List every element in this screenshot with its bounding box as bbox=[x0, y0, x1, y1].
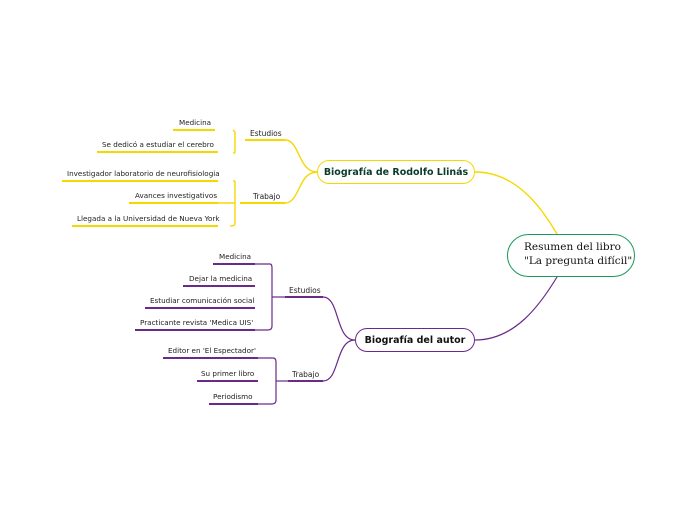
connector-root-to-autor bbox=[474, 276, 558, 341]
leaf-autor-estudios-3[interactable]: Practicante revista 'Medica UIS' bbox=[140, 318, 254, 327]
connector-autor-trabajo bbox=[322, 339, 356, 382]
leaf-autor-trabajo-1[interactable]: Su primer libro bbox=[201, 369, 255, 378]
leaf-llinas-estudios-0[interactable]: Medicina bbox=[179, 118, 212, 127]
subtopic-llinas-estudios[interactable]: Estudios bbox=[250, 129, 282, 138]
leaf-autor-estudios-0[interactable]: Medicina bbox=[219, 252, 252, 261]
connector-a-est-bracket bbox=[255, 263, 273, 331]
connector-llinas-trabajo bbox=[284, 171, 318, 204]
topic-node-biografia-autor[interactable]: Biografía del autor bbox=[355, 328, 475, 352]
leaf-llinas-trabajo-2[interactable]: Llegada a la Universidad de Nueva York bbox=[77, 214, 220, 223]
leaf-autor-estudios-2[interactable]: Estudiar comunicación social bbox=[150, 296, 255, 305]
connector-a-trab-bracket bbox=[258, 357, 277, 405]
leaf-autor-estudios-1[interactable]: Dejar la medicina bbox=[189, 274, 253, 283]
leaf-llinas-estudios-1[interactable]: Se dedicó a estudiar el cerebro bbox=[102, 140, 214, 149]
root-title-line2: "La pregunta difícil" bbox=[524, 254, 633, 267]
connector-autor-estudios bbox=[322, 296, 356, 341]
subtopic-llinas-trabajo[interactable]: Trabajo bbox=[253, 192, 281, 201]
leaf-autor-trabajo-0[interactable]: Editor en 'El Espectador' bbox=[168, 346, 256, 355]
topic-node-biografia-llinas[interactable]: Biografía de Rodolfo Llinás bbox=[317, 160, 475, 184]
leaf-llinas-trabajo-0[interactable]: Investigador laboratorio de neurofisiolo… bbox=[67, 169, 220, 178]
subtopic-autor-estudios[interactable]: Estudios bbox=[289, 286, 321, 295]
subtopic-autor-trabajo[interactable]: Trabajo bbox=[292, 370, 320, 379]
connector-root-to-llinas bbox=[474, 171, 558, 235]
root-title-line1: Resumen del libro bbox=[524, 241, 621, 253]
connector-llinas-estudios bbox=[284, 139, 318, 173]
leaf-autor-trabajo-2[interactable]: Periodismo bbox=[213, 392, 253, 401]
connector-l-trab-stub bbox=[229, 181, 236, 227]
leaf-llinas-trabajo-1[interactable]: Avances investigativos bbox=[135, 191, 218, 200]
connector-l-est-stub bbox=[232, 140, 236, 154]
root-node[interactable]: Resumen del libro "La pregunta difícil" bbox=[507, 234, 635, 277]
